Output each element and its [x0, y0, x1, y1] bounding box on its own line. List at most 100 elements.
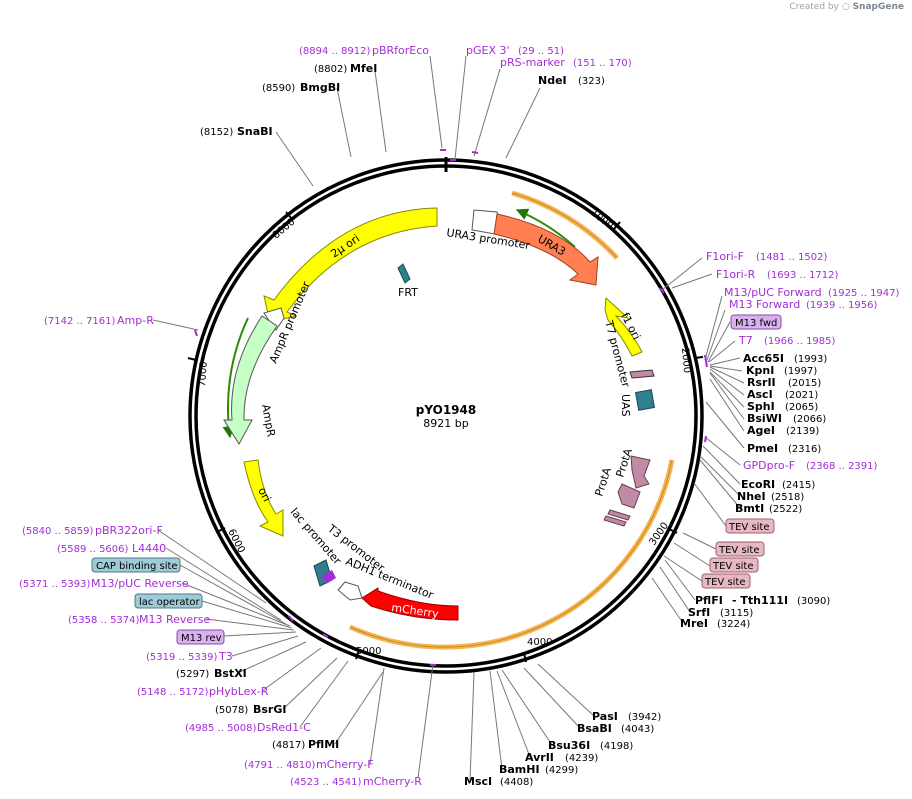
plasmid-name: pYO1948 [416, 403, 476, 417]
enzyme-bsrgi-pos: (5078) [215, 705, 248, 716]
enzyme-acc65i: Acc65I [743, 352, 784, 365]
primer-m13puc-forward: M13/pUC Forward [724, 286, 822, 299]
primer-amp-r-pos: (7142 .. 7161) [44, 316, 116, 327]
enzyme-msci-pos: (4408) [500, 777, 533, 788]
feature-tev-site-2: TEV site [718, 545, 760, 556]
primer-prs-marker: pRS-marker [500, 56, 565, 69]
enzyme-bmgbi: BmgBI [300, 81, 340, 94]
leader-cap [179, 564, 287, 625]
tick-marks [187, 211, 704, 663]
feature-m13-rev: M13 rev [181, 633, 222, 644]
enzyme-mfei: MfeI [350, 62, 377, 75]
primer-gpdpro-f: GPDpro-F [743, 459, 795, 472]
feature-adh1-terminator [337, 581, 363, 601]
leader-nhei [700, 456, 741, 497]
leader-tev-4 [663, 555, 703, 582]
enzyme-ecori: EcoRI [741, 478, 775, 491]
enzyme-ndei: NdeI [538, 74, 567, 87]
enzyme-rsrii-pos: (2015) [788, 378, 821, 389]
primer-pgex: pGEX 3' [466, 44, 510, 57]
primer-t3-pos: (5319 .. 5339) [146, 652, 218, 663]
feature-mcherry [361, 587, 459, 621]
tick-2000 [693, 356, 704, 359]
enzyme-acc65i-pos: (1993) [794, 354, 827, 365]
enzyme-asci-pos: (2021) [785, 390, 818, 401]
watermark-brand: SnapGene [852, 2, 904, 12]
primer-pbr322ori-f: pBR322ori-F [95, 524, 163, 537]
leader-bamhi [489, 670, 503, 770]
enzyme-avrii-pos: (4239) [565, 753, 598, 764]
mark-mcherry-f [322, 633, 329, 638]
tick-4000 [523, 652, 527, 663]
tick-label-5000: 5000 [356, 646, 381, 657]
box-cap-binding-site [91, 557, 181, 573]
enzyme-bamhi-pos: (4299) [545, 765, 578, 776]
primer-mcherry-f: mCherry-F [316, 758, 374, 771]
leader-dsred1-c [299, 660, 349, 728]
enzyme-ecori-pos: (2415) [782, 480, 815, 491]
tick-label-7000: 7000 [197, 361, 210, 387]
enzyme-bsiwi: BsiWI [747, 412, 782, 425]
enzyme-bsu36i-pos: (4198) [600, 741, 633, 752]
feature-frt [397, 263, 411, 284]
primer-l4440: L4440 [132, 542, 166, 555]
tick-1000 [613, 221, 621, 230]
primer-dsred1-c: DsRed1-C [257, 721, 311, 734]
enzyme-nhei: NheI [737, 490, 766, 503]
label-ori: ori [255, 485, 273, 504]
primer-m13-reverse-pos: (5358 .. 5374) [68, 615, 140, 626]
snapgene-logo-icon: ○ [841, 2, 850, 12]
box-m13-fwd [730, 314, 782, 330]
enzyme-pmei: PmeI [747, 442, 778, 455]
enzyme-srfi-pos: (3115) [720, 608, 753, 619]
mark-amp-r [194, 329, 198, 337]
leader-amp-r [152, 319, 199, 331]
enzyme-bmgbi-pos: (8590) [262, 83, 295, 94]
enzyme-pflfi: PflFI [695, 594, 723, 607]
enzyme-bstxi: BstXI [214, 667, 247, 680]
feature-ura3 [493, 213, 599, 286]
mark-m13 [704, 354, 708, 368]
leader-t7 [708, 340, 736, 363]
primer-gpdpro-f-pos: (2368 .. 2391) [806, 461, 878, 472]
enzyme-mrei-pos: (3224) [717, 619, 750, 630]
enzyme-bstxi-pos: (5297) [176, 669, 209, 680]
primer-m13puc-reverse-pos: (5371 .. 5393) [19, 579, 91, 590]
tick-label-4000: 4000 [527, 637, 552, 648]
tick-8000 [285, 211, 293, 220]
primer-phyblex-r-pos: (5148 .. 5172) [137, 687, 209, 698]
enzyme-agei-pos: (2139) [786, 426, 819, 437]
primer-mcherry-r: mCherry-R [363, 775, 422, 788]
leader-f1ori-f [661, 257, 703, 291]
leader-m13-rev [223, 631, 297, 637]
enzyme-asci: AscI [747, 388, 773, 401]
primer-dsred1-c-pos: (4985 .. 5008) [185, 723, 257, 734]
leader-tev-3 [673, 542, 711, 567]
leader-pbr322ori-f [157, 529, 267, 604]
primer-l4440-pos: (5589 .. 5606) [57, 544, 129, 555]
leader-mcherry-f [369, 667, 385, 765]
enzyme-srfi: SrfI [688, 606, 710, 619]
mark-prs [471, 151, 479, 154]
leader-m13-fwd [707, 321, 731, 363]
leader-mrei [651, 577, 684, 624]
primer-m13puc-forward-pos: (1925 .. 1947) [828, 288, 900, 299]
leader-bstxi [239, 641, 307, 673]
label-prota-1: ProtA [592, 466, 614, 498]
enzyme-nhei-pos: (2518) [771, 492, 804, 503]
enzyme-pflmi: PflMI [308, 738, 339, 751]
primer-prs-marker-pos: (151 .. 170) [573, 58, 632, 69]
feature-tev-marks [603, 509, 631, 527]
feature-uas [634, 389, 656, 411]
tick-7000 [187, 357, 197, 361]
feature-prota-2 [617, 483, 641, 509]
mark-f1ori [659, 287, 665, 294]
feature-tev-site-4: TEV site [704, 577, 746, 588]
leader-tev-2 [682, 532, 717, 550]
tick-3000 [668, 528, 678, 534]
leader-m13puc-fwd [704, 295, 723, 361]
leader-m13puc-rev [181, 582, 291, 627]
primer-m13puc-reverse: M13/pUC Reverse [91, 577, 189, 590]
leader-lines [152, 55, 745, 782]
